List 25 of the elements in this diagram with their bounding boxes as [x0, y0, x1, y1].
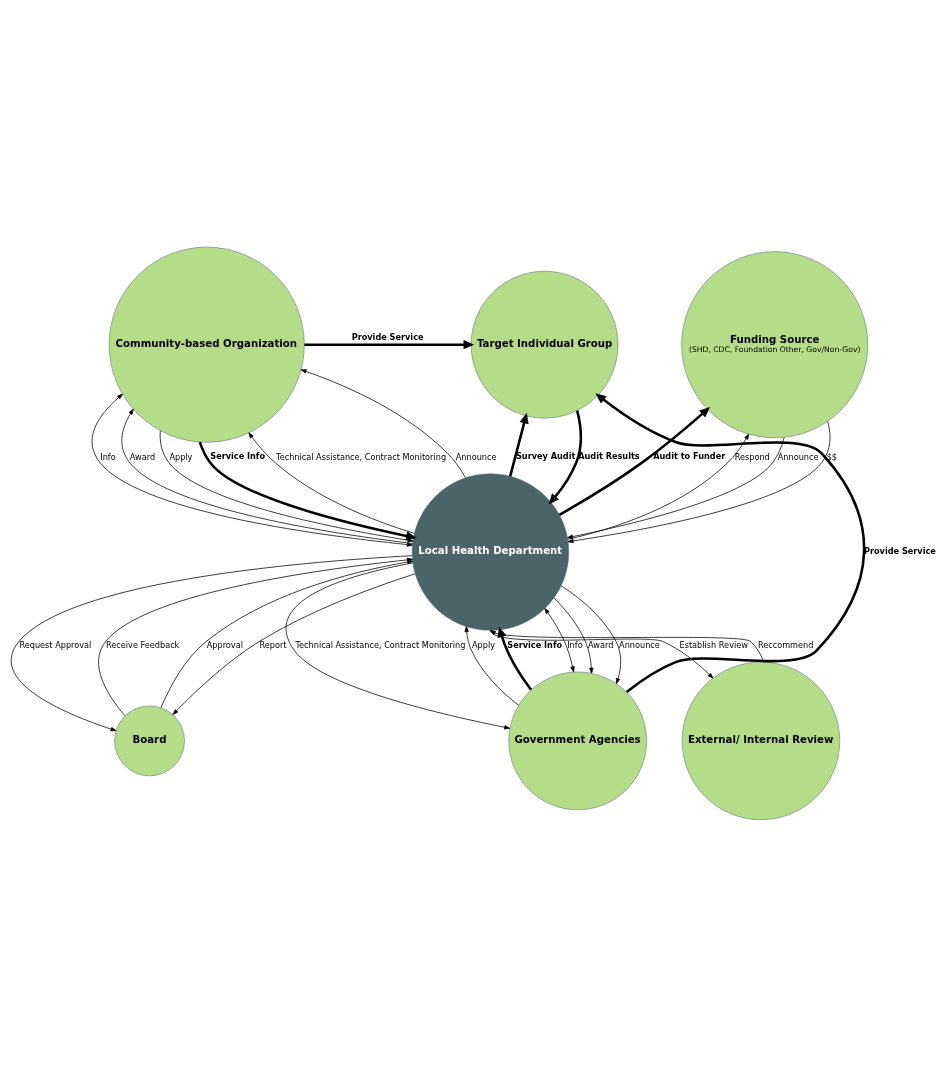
edge-label: Provide Service — [351, 331, 424, 342]
edge-label: Award — [129, 451, 155, 462]
edge-label: Technical Assistance, Contract Monitoring — [294, 639, 465, 650]
edge-label: Audit to Funder — [652, 450, 725, 461]
edge-label: Info — [566, 639, 583, 650]
edge-label: Award — [587, 639, 613, 650]
edge-label: Reccommend — [757, 639, 813, 650]
edge-label: Service Info — [506, 639, 562, 650]
edge-label: Apply — [471, 639, 495, 650]
edge-label: Report — [259, 639, 287, 650]
edge-label: Service Info — [209, 450, 265, 461]
edge-label: Respond — [734, 451, 770, 462]
edge-label: Request Approval — [18, 639, 91, 650]
edge-label: Info — [99, 451, 116, 462]
edge-label: Technical Assistance, Contract Monitoring — [275, 451, 446, 462]
edge-label: Apply — [168, 451, 192, 462]
edge-label: Establish Review — [679, 639, 748, 650]
edge-label: Receive Feedback — [105, 639, 179, 650]
edge-label: Announce — [455, 451, 497, 462]
edge-label: Provide Service — [863, 545, 936, 555]
edge-label: Survey Audit — [515, 450, 575, 461]
edge-label: Announce — [777, 451, 819, 462]
edge-label: Approval — [206, 639, 243, 650]
edge-label: $$ — [826, 451, 837, 462]
edge-label: Announce — [618, 639, 660, 650]
